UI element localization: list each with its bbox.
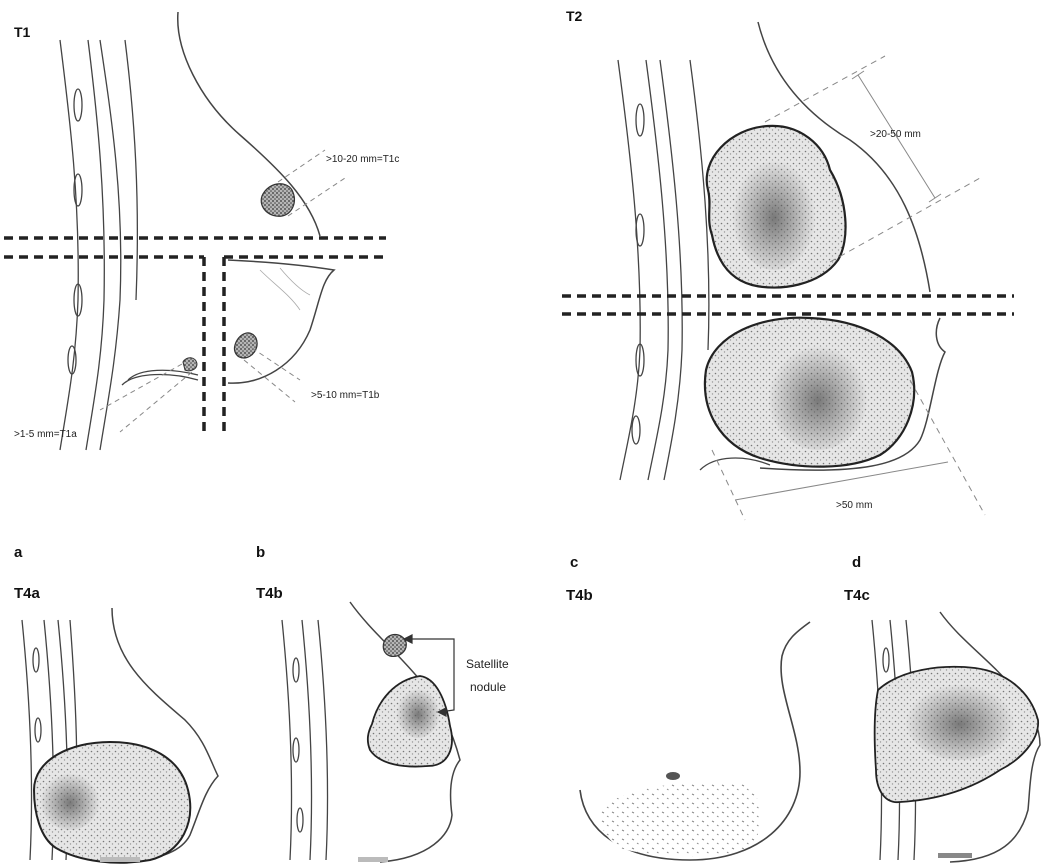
t1-chest-wall [60,40,137,450]
t2-lower-annotation: >50 mm [836,500,872,511]
t1c-annotation: >10-20 mm=T1c [326,154,399,165]
t1-breast-outline-lower [228,260,334,383]
panel-t2-label: T2 [566,8,583,24]
panel-b: b T4b Satellite nodule [256,544,509,862]
panel-a-letter: a [14,544,23,561]
t2-chest-wall [618,60,709,480]
panel-t2: T2 [562,8,1014,520]
t1c-tumor [261,184,294,217]
panel-d-label: T4c [844,587,870,604]
b-annotation-line2: nodule [470,680,506,694]
t2-cut-lines [562,296,1014,314]
panel-a-label: T4a [14,585,41,602]
a-bottom-mark [100,857,140,862]
panel-c: c T4b [566,554,810,860]
t1-cut-lines [4,238,386,432]
panel-c-letter: c [570,554,578,571]
d-bottom-mark [938,853,972,858]
b-chest-wall [282,620,328,860]
b-annotation-line1: Satellite [466,657,509,671]
panel-d-letter: d [852,554,861,571]
panel-a: a T4a [14,544,218,863]
t1a-tumor [183,358,197,371]
c-dotted-region [600,782,762,857]
panel-t1-label: T1 [14,24,31,40]
b-satellite-nodule [383,635,406,657]
t1b-tumor [234,333,257,358]
panel-b-letter: b [256,544,265,561]
panel-b-label: T4b [256,585,283,602]
c-nipple [666,772,680,780]
t2-upper-annotation: >20-50 mm [870,129,921,140]
b-bottom-mark [358,857,388,862]
t1-breast-outline-upper [178,12,320,236]
t1a-annotation: >1-5 mm=T1a [14,429,77,440]
t1b-annotation: >5-10 mm=T1b [311,390,380,401]
panel-d: d T4c [844,554,1040,862]
panel-c-label: T4b [566,587,593,604]
panel-t1: T1 [4,12,399,450]
